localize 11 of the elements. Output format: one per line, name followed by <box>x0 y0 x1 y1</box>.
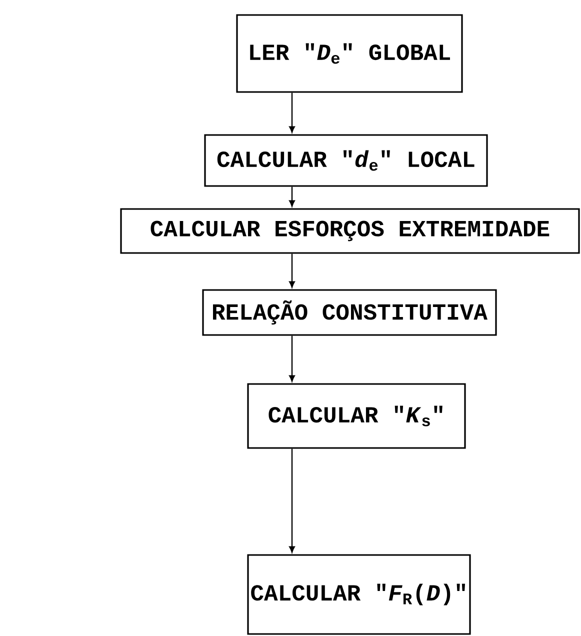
arrow <box>289 254 295 288</box>
process-box: LER "D$_{e}$" GLOBAL <box>236 14 463 93</box>
arrow <box>289 336 295 382</box>
process-box: CALCULAR "d$_{e}$" LOCAL <box>204 134 488 187</box>
arrow <box>289 186 295 207</box>
process-box: CALCULAR "K$_{s}$" <box>247 383 466 449</box>
process-box: CALCULAR ESFORÇOS EXTREMIDADE <box>120 208 580 254</box>
arrow <box>289 448 295 553</box>
arrow <box>289 92 295 133</box>
process-box: CALCULAR "F$_{R}$(D)" <box>247 554 471 635</box>
process-box: RELAÇÃO CONSTITUTIVA <box>202 289 497 336</box>
